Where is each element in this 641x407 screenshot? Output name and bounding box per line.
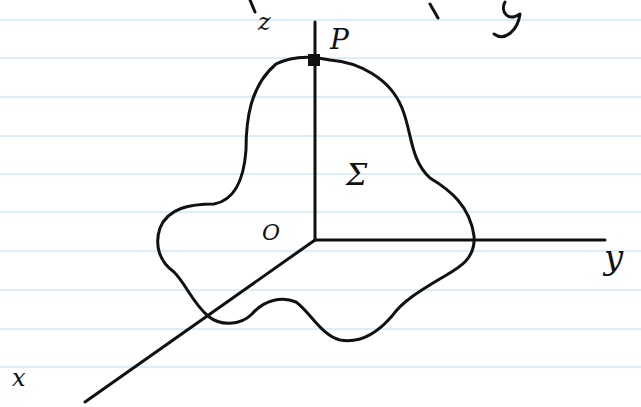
axis-label: x — [12, 366, 26, 390]
surface-label: Σ — [346, 160, 367, 190]
point-label: P — [330, 26, 349, 54]
axis-label: y — [604, 240, 623, 274]
ruled-lines — [0, 20, 641, 367]
y-axis — [315, 239, 605, 242]
cut-off-writing — [250, 0, 520, 37]
axis-label: z — [258, 10, 271, 34]
point-p — [308, 54, 320, 66]
x-axis — [85, 240, 315, 402]
origin-label: O — [262, 222, 280, 244]
